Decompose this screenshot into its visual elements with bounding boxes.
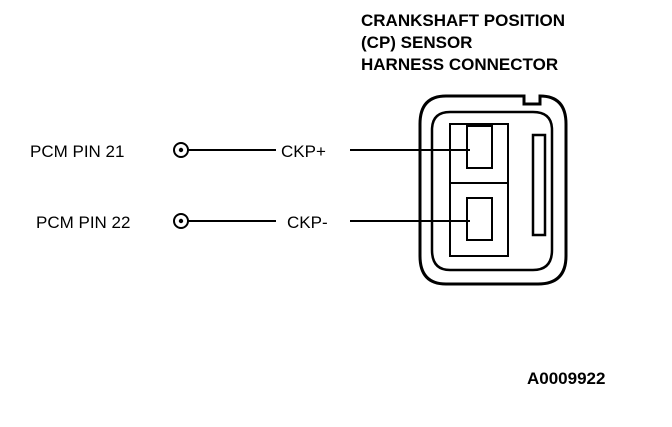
title-line-2: (CP) SENSOR (361, 33, 472, 52)
title-line-3: HARNESS CONNECTOR (361, 55, 558, 74)
ckp-plus-label: CKP+ (281, 142, 326, 161)
pin-21-terminal-dot-icon (178, 147, 184, 153)
pcm-pin-22-label: PCM PIN 22 (36, 213, 130, 232)
pcm-pin-21-label: PCM PIN 21 (30, 142, 124, 161)
figure-id: A0009922 (527, 369, 605, 388)
pin-22-terminal-dot-icon (178, 218, 184, 224)
harness-connector-icon (418, 94, 568, 286)
ckp-minus-label: CKP- (287, 213, 328, 232)
title-line-1: CRANKSHAFT POSITION (361, 11, 565, 30)
